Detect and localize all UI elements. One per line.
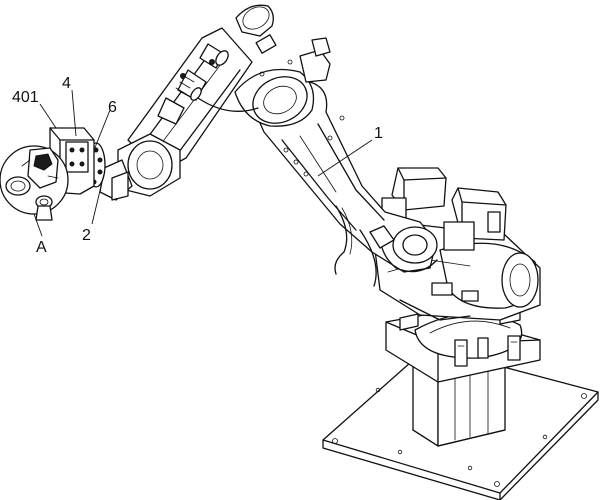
motor-lower [443,187,507,251]
wrist [99,133,181,201]
elbow-joint [234,4,331,127]
label-1: 1 [374,125,383,142]
forearm [127,27,253,173]
motor-upper [381,167,447,225]
cables [197,97,377,287]
detail-circle-a [0,145,69,221]
main-arm [254,81,438,273]
label-2: 2 [82,227,91,244]
label-401: 401 [12,89,39,106]
label-a: A [36,239,47,256]
label-6: 6 [108,99,117,116]
label-4: 4 [62,75,71,92]
turntable [385,307,541,383]
leader-lines [33,89,373,237]
